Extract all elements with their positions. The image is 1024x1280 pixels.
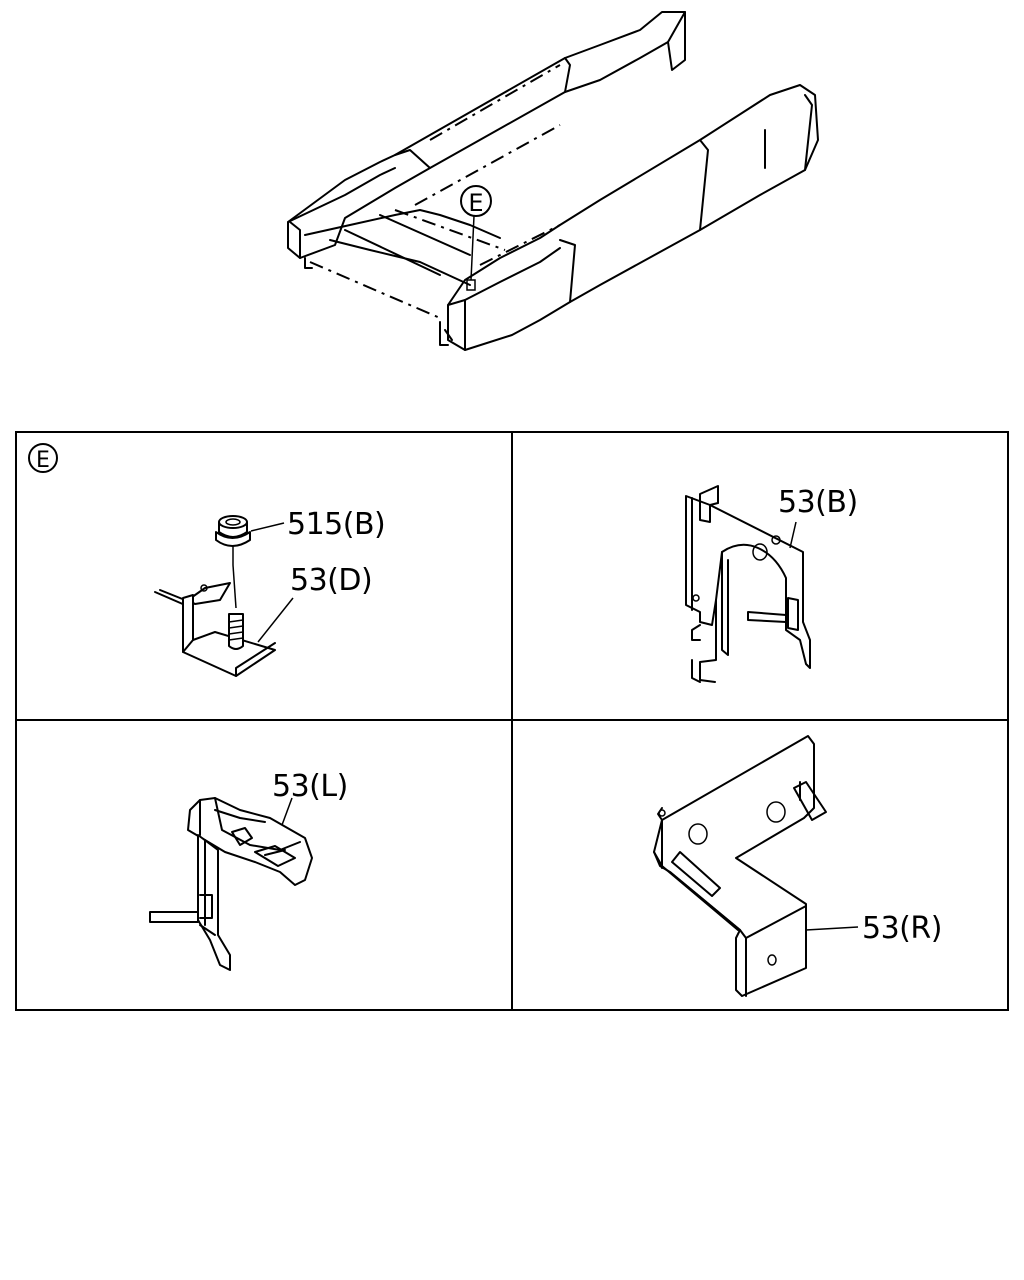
panel-l: 53(L) xyxy=(149,769,348,971)
part-label-53d: 53(D) xyxy=(290,563,372,598)
section-marker-circle xyxy=(28,443,58,473)
flange-nut-illustration xyxy=(215,515,251,609)
overview-callout-label: E xyxy=(468,189,483,217)
part-label-53b: 53(B) xyxy=(778,485,858,520)
part-label-53l: 53(L) xyxy=(272,769,348,804)
detail-panel-grid xyxy=(15,431,1009,1011)
panel-e: E 515(B) 53(D) xyxy=(28,443,386,677)
panel-b: 53(B) xyxy=(685,485,858,683)
bracket-53r-illustration xyxy=(653,735,827,997)
bracket-53l-illustration xyxy=(149,797,313,971)
leader-53d xyxy=(257,597,294,643)
part-label-53r: 53(R) xyxy=(862,911,942,946)
panel-r: 53(R) xyxy=(653,735,942,997)
leader-53l xyxy=(281,797,293,826)
bracket-53d-illustration xyxy=(154,582,276,677)
leader-53r xyxy=(805,926,859,931)
section-label-e: E xyxy=(36,448,50,473)
part-label-515b: 515(B) xyxy=(287,507,385,542)
leader-515b xyxy=(250,522,285,532)
callout-circle-e xyxy=(460,185,492,217)
leader-53b xyxy=(789,521,797,549)
callout-leader-e xyxy=(470,215,475,281)
chassis-frame-illustration: E xyxy=(287,11,819,351)
bracket-location-marker xyxy=(466,279,476,291)
bracket-53b-illustration xyxy=(685,485,811,683)
